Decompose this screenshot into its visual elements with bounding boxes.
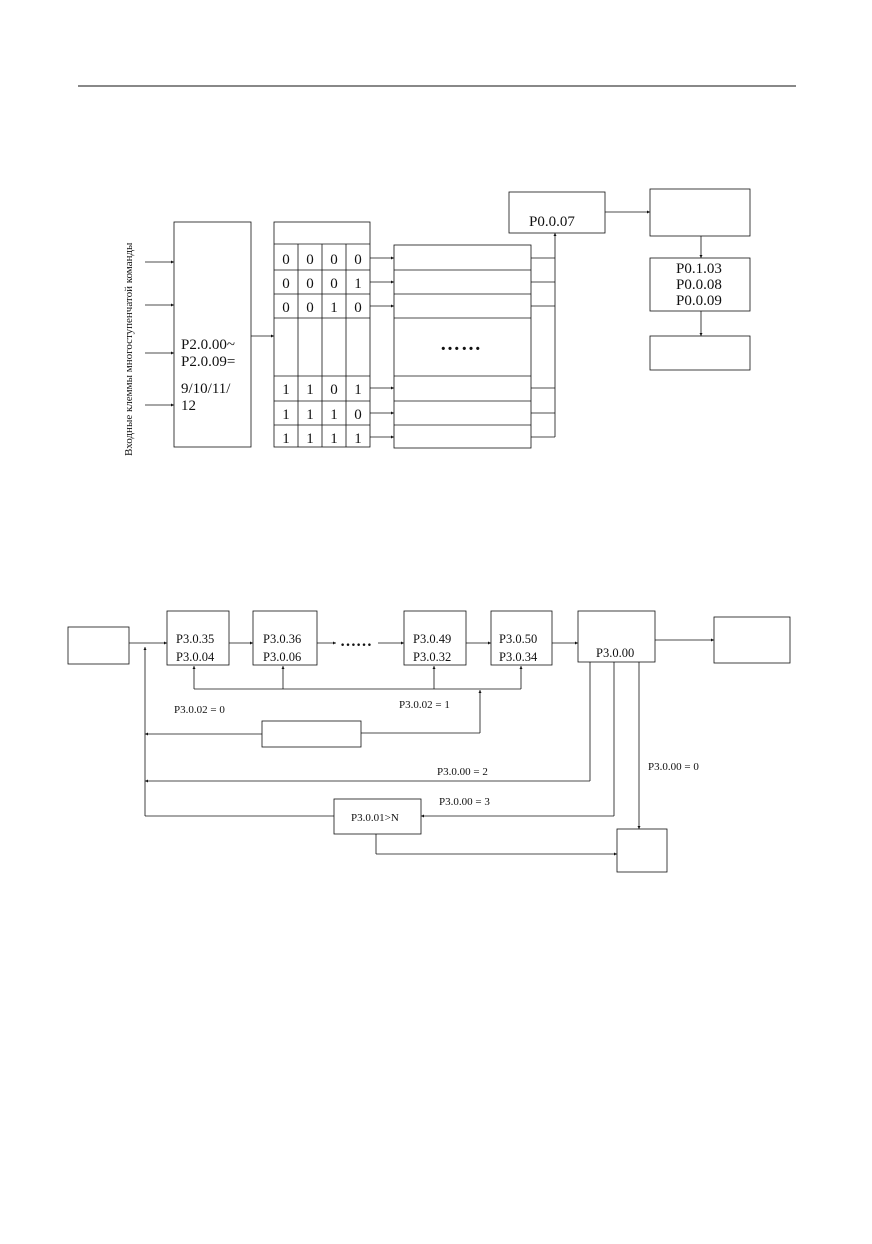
step-4-bottom: P3.0.34	[499, 650, 538, 664]
final-output-block	[649, 335, 751, 371]
step-3-top: P3.0.49	[413, 632, 451, 646]
output-block	[649, 188, 751, 237]
steps-dots: ……	[340, 633, 372, 650]
step-1-top: P3.0.35	[176, 632, 214, 646]
start-block	[67, 626, 130, 665]
speed-table	[393, 244, 532, 449]
terminal-function-block	[173, 221, 252, 448]
counter-label: P3.0.01>N	[351, 812, 399, 824]
mode-label: P3.0.00	[596, 646, 634, 660]
bit-cell: 0	[354, 252, 362, 268]
bit-cell: 0	[306, 300, 314, 316]
bit-cell: 1	[330, 300, 338, 316]
label-p3000-2: P3.0.00 = 2	[437, 766, 488, 778]
step-2-bottom: P3.0.06	[263, 650, 301, 664]
mode-block	[577, 610, 656, 663]
bit-cell: 1	[306, 407, 314, 423]
diagram-2: P3.0.35 P3.0.04 P3.0.36 P3.0.06 …… P3.0.…	[67, 610, 791, 873]
bit-cell: 1	[306, 431, 314, 447]
terminal-function-line-2: P2.0.09=	[181, 354, 235, 370]
terminal-function-line-3: 9/10/11/	[181, 381, 231, 397]
bit-cell: 1	[282, 407, 290, 423]
bit-cell: 1	[282, 431, 290, 447]
bit-cell: 0	[330, 276, 338, 292]
input-terminals-label: Входные клеммы многоступенчатой команды	[123, 242, 135, 456]
params-block	[649, 257, 751, 312]
source-select-label: P0.0.07	[529, 214, 575, 230]
counter-block	[333, 798, 422, 835]
bit-cell: 1	[330, 407, 338, 423]
step-1-bottom: P3.0.04	[176, 650, 215, 664]
param-line-1: P0.1.03	[676, 261, 722, 277]
bit-cell: 0	[282, 252, 290, 268]
step-block-4	[490, 610, 553, 666]
bit-cell: 0	[282, 276, 290, 292]
terminal-function-line-1: P2.0.00~	[181, 337, 235, 353]
label-p3000-0: P3.0.00 = 0	[648, 761, 699, 773]
step-block-1	[166, 610, 230, 666]
bit-cell: 0	[354, 300, 362, 316]
bit-cell: 0	[282, 300, 290, 316]
bit-cell: 1	[330, 431, 338, 447]
end-block	[713, 616, 791, 664]
diagram-1: Входные клеммы многоступенчатой команды …	[123, 188, 751, 456]
label-p3000-3: P3.0.00 = 3	[439, 796, 490, 808]
bit-cell: 1	[306, 382, 314, 398]
bit-cell: 1	[354, 431, 362, 447]
label-p3002-0: P3.0.02 = 0	[174, 704, 225, 716]
step-3-bottom: P3.0.32	[413, 650, 451, 664]
label-p3002-1: P3.0.02 = 1	[399, 699, 450, 711]
bit-cell: 0	[330, 382, 338, 398]
bit-cell: 0	[354, 407, 362, 423]
param-line-2: P0.0.08	[676, 277, 722, 293]
bit-cell: 1	[354, 276, 362, 292]
bit-cell: 1	[282, 382, 290, 398]
source-select-block	[508, 191, 606, 234]
param-line-3: P0.0.09	[676, 293, 722, 309]
step-block-2	[252, 610, 318, 666]
speed-ellipsis: ……	[440, 333, 482, 355]
direction-block	[261, 720, 362, 748]
terminal-function-line-4: 12	[181, 398, 196, 414]
bit-cell: 0	[306, 252, 314, 268]
step-2-top: P3.0.36	[263, 632, 301, 646]
row-arrows	[370, 256, 394, 439]
bit-cell: 1	[354, 382, 362, 398]
step-4-top: P3.0.50	[499, 632, 537, 646]
step-block-3	[403, 610, 467, 666]
stop-block	[616, 828, 668, 873]
bit-cell: 0	[330, 252, 338, 268]
bit-cell: 0	[306, 276, 314, 292]
